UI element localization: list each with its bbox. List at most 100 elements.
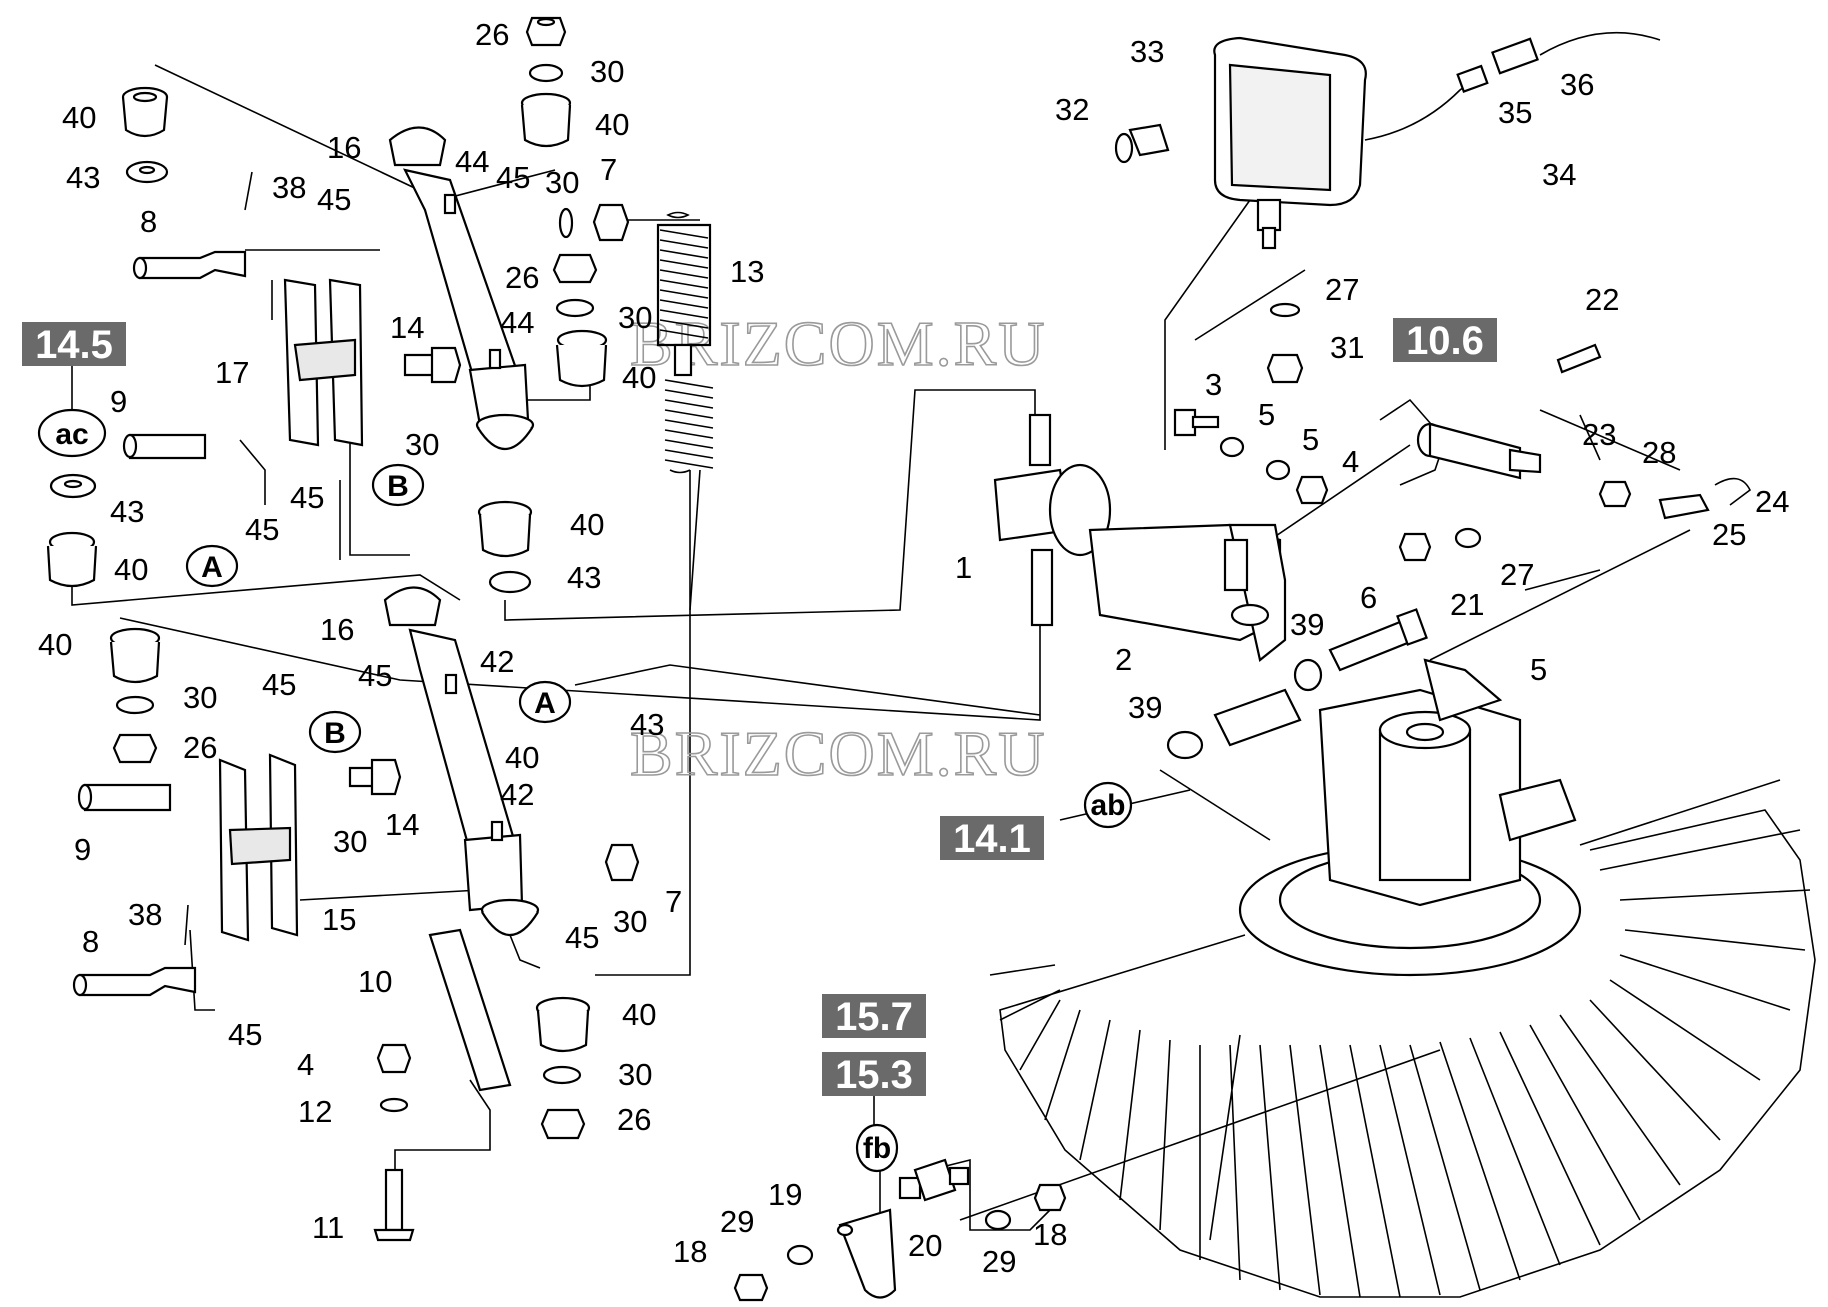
label-40: 40 (114, 552, 148, 587)
clip-24 (1714, 477, 1752, 506)
label-43: 43 (110, 494, 144, 529)
bushing-40-mid-centre (477, 500, 533, 558)
callout-ab: ab (1083, 781, 1133, 829)
label-33: 33 (1130, 34, 1164, 69)
plate-10 (428, 928, 512, 1092)
washer-43-top-left (125, 160, 169, 184)
washer-29-right (984, 1209, 1012, 1231)
washer-30-lower-left (115, 695, 155, 715)
label-40: 40 (38, 627, 72, 662)
label-14: 14 (385, 807, 419, 842)
mount-1 (993, 413, 1112, 627)
label-8: 8 (82, 924, 99, 959)
bolt-22 (1556, 343, 1602, 374)
label-42: 42 (500, 777, 534, 812)
washer-5-a (1219, 436, 1245, 458)
svg-text:ab: ab (1090, 789, 1125, 822)
rubber-mount-20 (898, 1158, 970, 1202)
label-40: 40 (622, 997, 656, 1032)
label-28: 28 (1642, 435, 1676, 470)
bushing-40-bottom (535, 996, 591, 1053)
label-21: 21 (1450, 587, 1484, 622)
label-5: 5 (1302, 422, 1319, 457)
label-6: 6 (1360, 580, 1377, 615)
label-3: 3 (1205, 367, 1222, 402)
label-9: 9 (110, 384, 127, 419)
nut-31 (1266, 353, 1304, 384)
callout-B-lower: B (308, 710, 362, 754)
label-5: 5 (1258, 397, 1275, 432)
washer-27-right (1454, 527, 1482, 549)
clevis-25 (1658, 493, 1710, 520)
svg-text:ac: ac (55, 418, 88, 451)
watermark-middle: BRIZCOM.RU (630, 718, 1047, 789)
callout-ac: ac (37, 408, 107, 458)
washer-43-left (49, 473, 97, 499)
label-20: 20 (908, 1228, 942, 1263)
label-30: 30 (545, 165, 579, 200)
label-42: 42 (480, 644, 514, 679)
label-45: 45 (262, 667, 296, 702)
nut-26-middle (552, 253, 598, 284)
bolt-6 (1328, 608, 1428, 672)
bolt-3 (1173, 408, 1220, 437)
connector-35 (1456, 64, 1489, 93)
label-45: 45 (317, 182, 351, 217)
label-39: 39 (1290, 607, 1324, 642)
bushing-40-left (46, 531, 98, 588)
label-40: 40 (595, 107, 629, 142)
bushing-40-lower-left (109, 627, 161, 684)
bracket-17 (283, 278, 364, 447)
label-40: 40 (505, 740, 539, 775)
callout-A-left: A (185, 544, 239, 588)
label-45: 45 (228, 1017, 262, 1052)
washer-27-top (1269, 302, 1301, 318)
washer-30-top (528, 63, 564, 83)
cylinder-23 (1416, 422, 1542, 480)
bolt-11 (373, 1168, 415, 1242)
label-19: 19 (768, 1177, 802, 1212)
ref-box-10-6: 10.6 (1393, 318, 1497, 363)
bracket-15 (218, 753, 299, 942)
label-40: 40 (62, 100, 96, 135)
bushing-40-middle (555, 329, 608, 388)
nut-28 (1598, 480, 1632, 508)
nut-26-lower-left (112, 733, 158, 764)
label-43: 43 (630, 707, 664, 742)
spring-13 (656, 211, 714, 474)
grease-nipple-44-lower (488, 348, 502, 370)
label-18: 18 (673, 1234, 707, 1269)
label-30: 30 (590, 54, 624, 89)
label-38: 38 (272, 170, 306, 205)
lamp-cable-end (1539, 31, 1661, 56)
nut-21 (1398, 532, 1432, 562)
pin-9-lower (77, 783, 172, 812)
label-40: 40 (622, 360, 656, 395)
ref-box-14-1: 14.1 (940, 816, 1044, 861)
label-30: 30 (333, 824, 367, 859)
label-27: 27 (1500, 557, 1534, 592)
arm-16-top (388, 126, 535, 451)
washer-30-bottom (542, 1065, 582, 1085)
svg-text:14.5: 14.5 (35, 323, 113, 367)
label-26: 26 (475, 17, 509, 52)
bushing-40-top-centre (520, 92, 572, 148)
bushing-40-top-left (121, 86, 169, 138)
label-15: 15 (322, 902, 356, 937)
label-38: 38 (128, 897, 162, 932)
label-44: 44 (500, 305, 534, 340)
grease-nipple-44-top (443, 193, 457, 215)
ref-box-15-7: 15.7 (822, 994, 926, 1039)
washer-43-mid-centre (488, 570, 532, 594)
label-45: 45 (565, 920, 599, 955)
nut-4-left (376, 1043, 412, 1074)
label-13: 13 (730, 254, 764, 289)
label-18: 18 (1033, 1217, 1067, 1252)
connector-36 (1491, 37, 1539, 75)
label-30: 30 (183, 680, 217, 715)
label-7: 7 (665, 884, 682, 919)
label-35: 35 (1498, 95, 1532, 130)
work-lamp-33 (1213, 36, 1367, 250)
label-16: 16 (320, 612, 354, 647)
callout-B-upper: B (371, 463, 425, 507)
